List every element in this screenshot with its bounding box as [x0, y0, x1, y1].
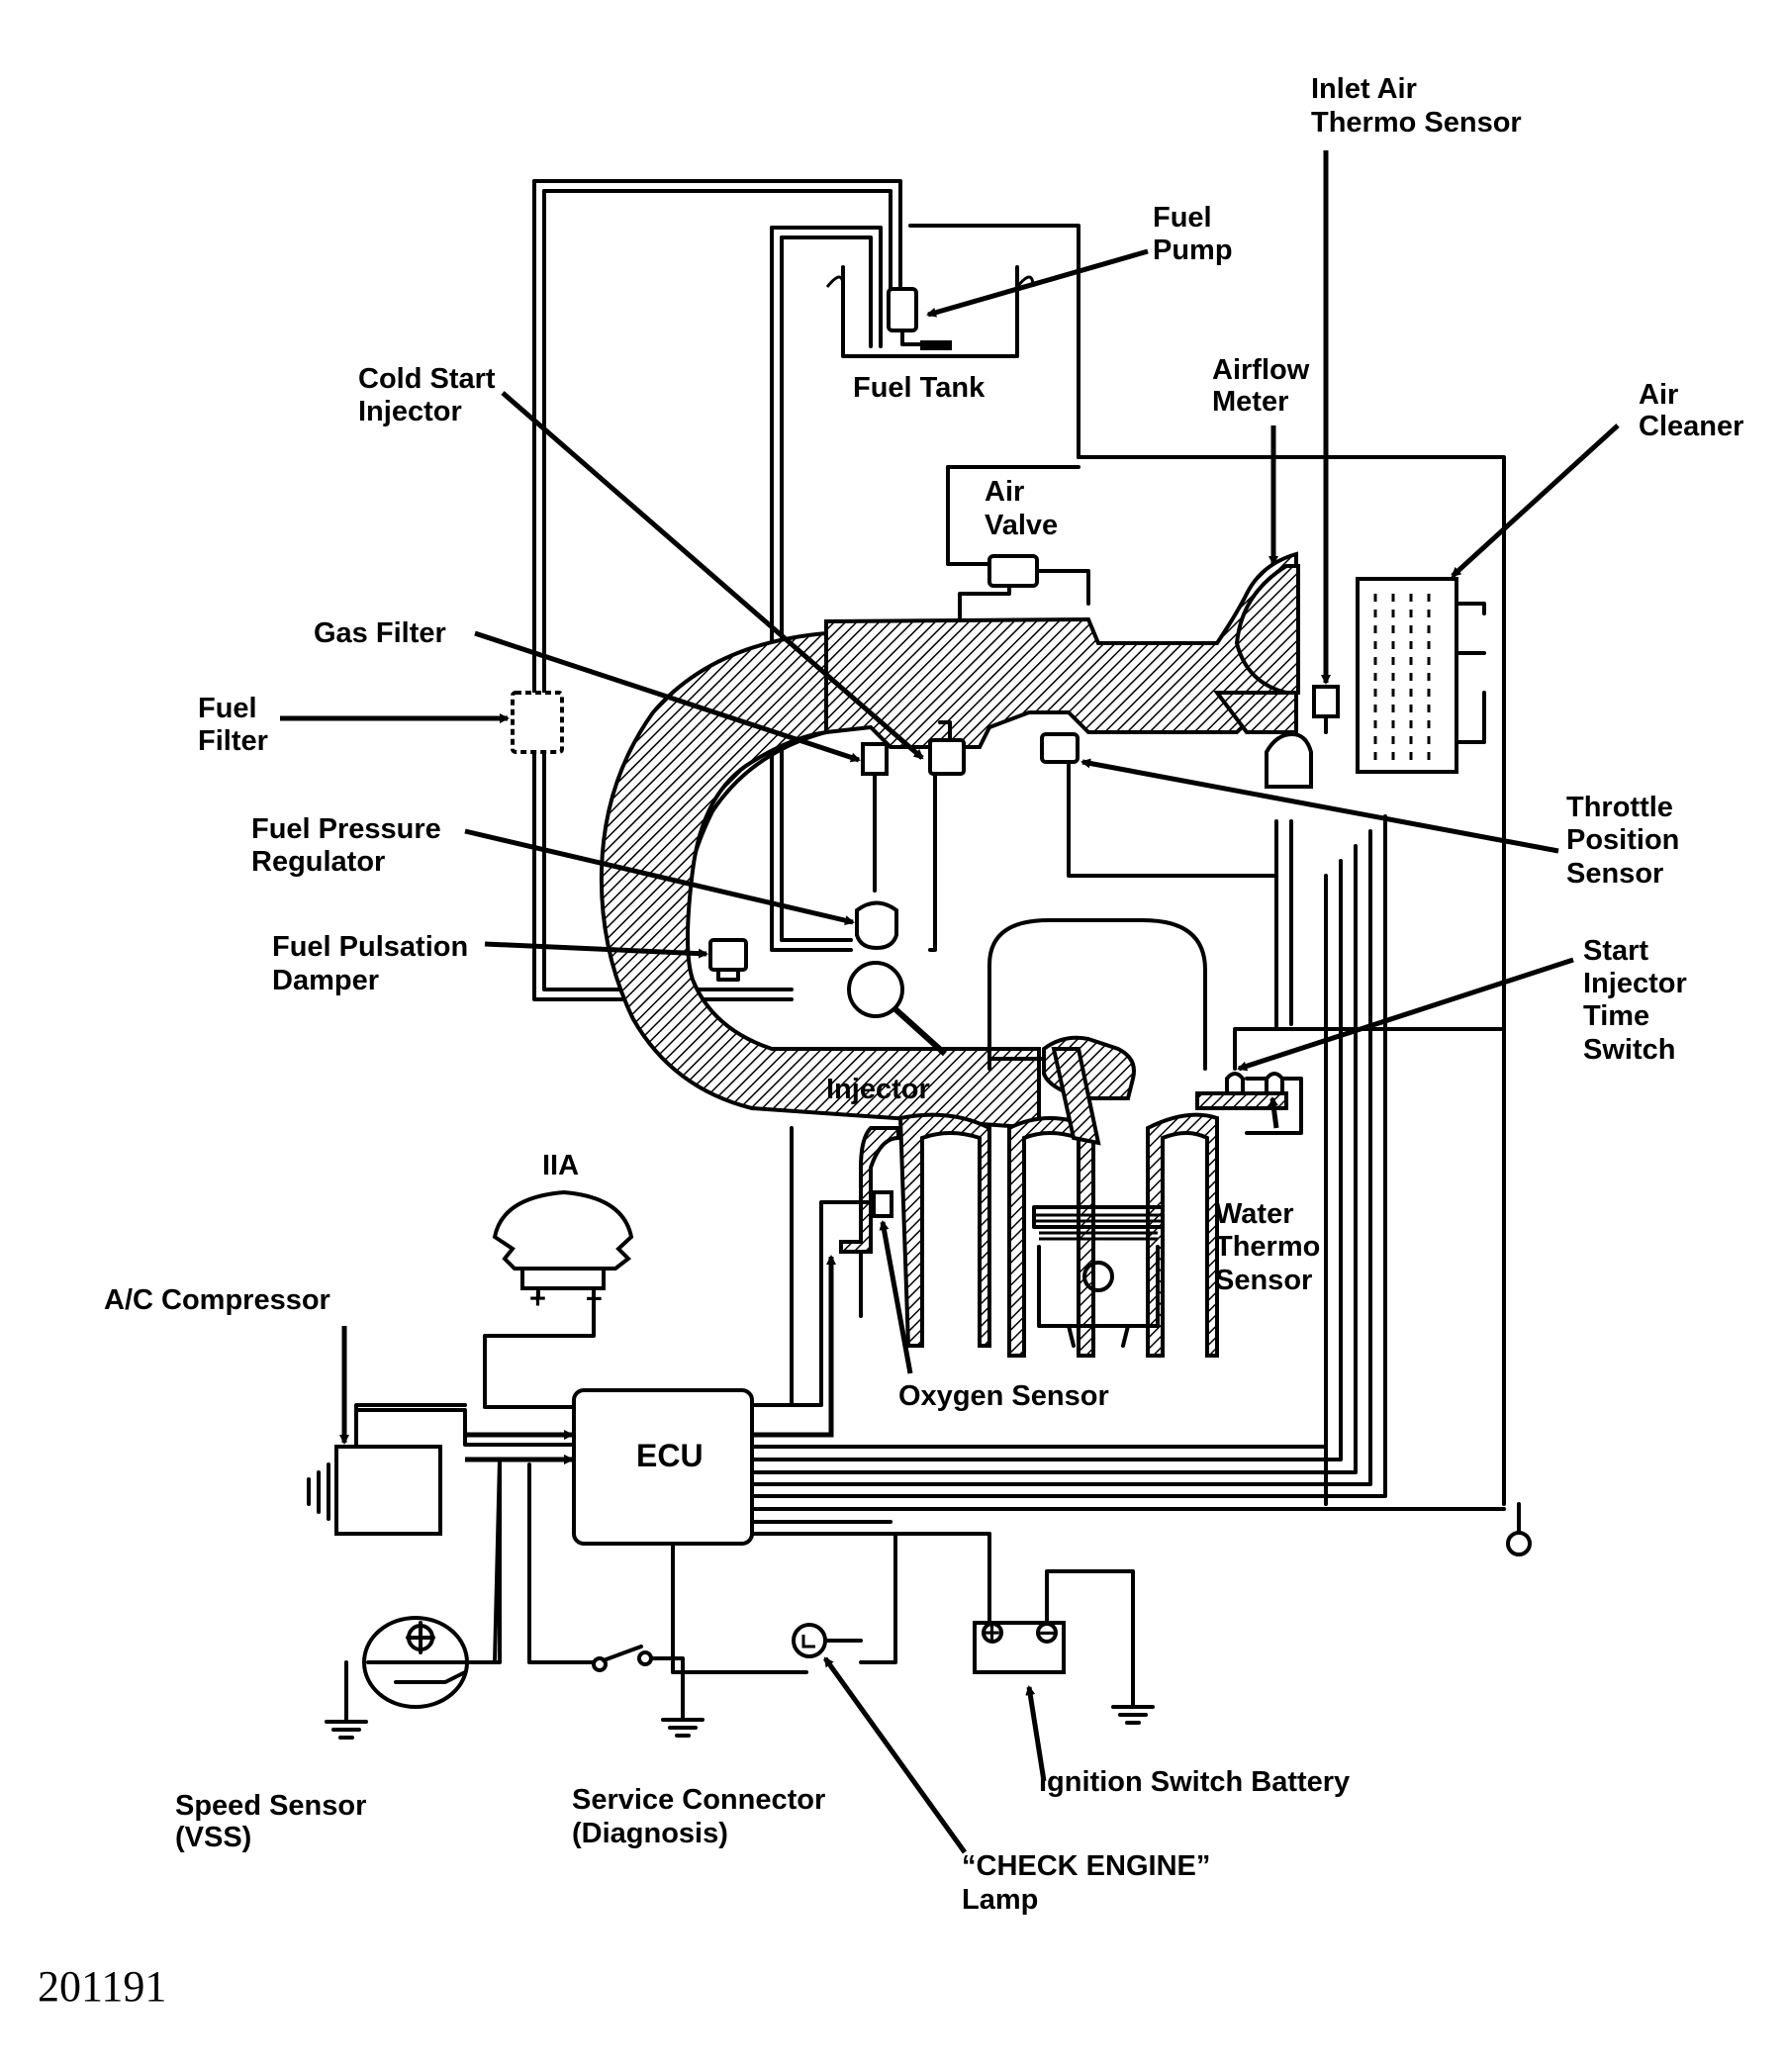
label-air-valve-2: Valve [985, 510, 1058, 541]
label-injector: Injector [826, 1074, 930, 1105]
label-cold-start-injector-1: Cold Start [358, 363, 496, 395]
ac-compressor [307, 1403, 467, 1536]
intake-manifold [599, 551, 1298, 1131]
svg-text:+: + [984, 1618, 1000, 1649]
label-fuel-filter-1: Fuel [198, 693, 257, 724]
label-air-valve-1: Air [985, 476, 1024, 508]
label-speed-sensor-2: (VSS) [175, 1822, 251, 1853]
check-engine-lamp [792, 1623, 863, 1658]
label-start-injector-time-switch-4: Switch [1583, 1034, 1675, 1066]
speed-sensor [325, 1458, 502, 1740]
label-fuel-pulsation-damper-2: Damper [272, 965, 379, 996]
ecu [572, 1388, 754, 1546]
air-valve-dome [1265, 731, 1313, 789]
service-connector [592, 1645, 705, 1738]
fuel-pressure-regulator [847, 900, 948, 1057]
svg-text:+: + [529, 1283, 546, 1315]
label-air-cleaner-2: Cleaner [1639, 411, 1743, 442]
label-ac-compressor: A/C Compressor [104, 1284, 330, 1316]
air-cleaner [1356, 577, 1486, 774]
label-fuel-tank: Fuel Tank [853, 372, 986, 404]
figure-number: 201191 [38, 1962, 166, 2011]
label-ignition-switch-battery: Ignition Switch Battery [1039, 1766, 1350, 1798]
label-check-engine-lamp-2: Lamp [962, 1884, 1038, 1916]
label-iia: IIA [542, 1150, 579, 1181]
label-fuel-pump-2: Pump [1153, 235, 1233, 266]
label-service-connector-2: (Diagnosis) [572, 1818, 728, 1849]
label-ecu: ECU [636, 1438, 704, 1473]
component-labels: Inlet Air Thermo Sensor Fuel Pump Fuel T… [38, 73, 1743, 2011]
iia-igniter: + − [483, 1189, 634, 1409]
leader-arrows [280, 150, 1620, 1854]
ecu-wiring [354, 814, 1532, 1674]
fuel-pulsation-damper [708, 938, 748, 982]
air-valve [946, 455, 1506, 1506]
airflow-meter [1213, 564, 1300, 734]
label-water-thermo-sensor-2: Thermo [1215, 1231, 1320, 1263]
label-start-injector-time-switch-2: Injector [1583, 968, 1687, 999]
throttle-position-sensor [1040, 732, 1278, 878]
label-throttle-position-sensor-3: Sensor [1566, 858, 1663, 890]
label-inlet-air-thermo-sensor-1: Inlet Air [1311, 73, 1417, 105]
label-check-engine-lamp-1: “CHECK ENGINE” [962, 1850, 1210, 1882]
label-fuel-pressure-regulator-1: Fuel Pressure [251, 813, 441, 845]
label-air-cleaner-1: Air [1639, 379, 1678, 411]
start-injector-time-switch [1225, 1027, 1338, 1095]
fuel-lines [532, 179, 1080, 1001]
gas-filter [861, 742, 889, 893]
label-fuel-pump-1: Fuel [1153, 202, 1212, 234]
label-gas-filter: Gas Filter [314, 617, 446, 649]
label-fuel-filter-2: Filter [198, 725, 268, 757]
label-airflow-meter-2: Meter [1212, 386, 1288, 418]
label-throttle-position-sensor-2: Position [1566, 824, 1679, 856]
label-inlet-air-thermo-sensor-2: Thermo Sensor [1311, 107, 1522, 139]
label-speed-sensor-1: Speed Sensor [175, 1790, 366, 1822]
ignition-switch-battery: + − [973, 1569, 1155, 1725]
engine-block [897, 918, 1303, 1358]
label-water-thermo-sensor-3: Sensor [1215, 1265, 1312, 1296]
svg-text:−: − [1039, 1618, 1056, 1649]
label-fuel-pressure-regulator-2: Regulator [251, 846, 385, 878]
label-fuel-pulsation-damper-1: Fuel Pulsation [272, 931, 468, 963]
label-start-injector-time-switch-1: Start [1583, 935, 1648, 967]
label-service-connector-1: Service Connector [572, 1784, 825, 1816]
label-start-injector-time-switch-3: Time [1583, 1000, 1649, 1032]
fuel-filter [511, 691, 564, 754]
cold-start-injector [928, 720, 966, 776]
label-cold-start-injector-2: Injector [358, 396, 462, 427]
label-throttle-position-sensor-1: Throttle [1566, 792, 1673, 823]
label-water-thermo-sensor-1: Water [1215, 1198, 1294, 1230]
exhaust-manifold [839, 1126, 900, 1318]
fuel-pump [887, 287, 952, 350]
inlet-air-thermo-sensor [1312, 685, 1340, 734]
label-oxygen-sensor: Oxygen Sensor [898, 1380, 1109, 1412]
label-airflow-meter-1: Airflow [1212, 354, 1310, 386]
